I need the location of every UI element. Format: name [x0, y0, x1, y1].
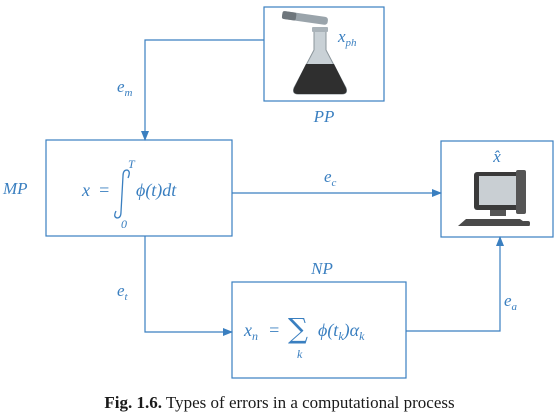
svg-text:ea: ea — [504, 291, 518, 313]
ea-sub: a — [512, 301, 518, 313]
mp-upper: T — [128, 157, 136, 171]
et-sub: t — [125, 291, 129, 303]
computer-icon — [458, 170, 530, 226]
mp-box — [45, 139, 233, 237]
ec-var: e — [324, 167, 332, 186]
sum-sign: ∑ — [288, 312, 308, 345]
svg-text:xph: xph — [337, 27, 357, 49]
np-term-b-sub: k — [359, 329, 365, 343]
edge-em — [141, 39, 264, 141]
np-eq: = — [268, 320, 280, 340]
svg-text:ec: ec — [324, 167, 337, 189]
flask-icon — [293, 27, 347, 95]
caption-text: Types of errors in a computational proce… — [161, 393, 455, 412]
test-tube-icon — [281, 11, 328, 25]
edge-et — [144, 236, 233, 336]
pp-box — [263, 6, 385, 102]
computer-symbol: x̂ — [492, 147, 501, 166]
ec-sub: c — [332, 177, 337, 189]
figure-caption: Fig. 1.6. Types of errors in a computati… — [0, 393, 559, 413]
em-var: e — [117, 77, 125, 96]
mp-integrand: ϕ(t)dt — [136, 180, 177, 201]
integral-sign — [114, 169, 130, 219]
mp-lower: 0 — [121, 217, 127, 231]
svg-text:xn: xn — [243, 320, 258, 343]
np-term-a-sub: k — [338, 329, 344, 343]
mp-lhs: x — [81, 180, 90, 200]
np-sum-index: k — [297, 347, 303, 361]
edge-ea — [406, 236, 504, 332]
svg-text:ϕ(tk)αk: ϕ(tk)αk — [318, 320, 365, 343]
svg-text:et: et — [117, 281, 129, 303]
np-term-b: )α — [343, 320, 360, 341]
np-lhs-sub: n — [252, 329, 258, 343]
mp-label: MP — [2, 179, 28, 198]
caption-label: Fig. 1.6. — [104, 393, 162, 412]
ea-var: e — [504, 291, 512, 310]
np-term-a: ϕ(t — [318, 320, 339, 341]
mp-eq: = — [98, 180, 110, 200]
svg-text:em: em — [117, 77, 133, 99]
np-label: NP — [310, 259, 333, 278]
np-lhs-var: x — [243, 320, 252, 340]
pp-symbol: x — [337, 27, 346, 46]
em-sub: m — [125, 87, 133, 99]
pp-label: PP — [313, 107, 335, 126]
et-var: e — [117, 281, 125, 300]
pp-symbol-sub: ph — [345, 37, 358, 49]
